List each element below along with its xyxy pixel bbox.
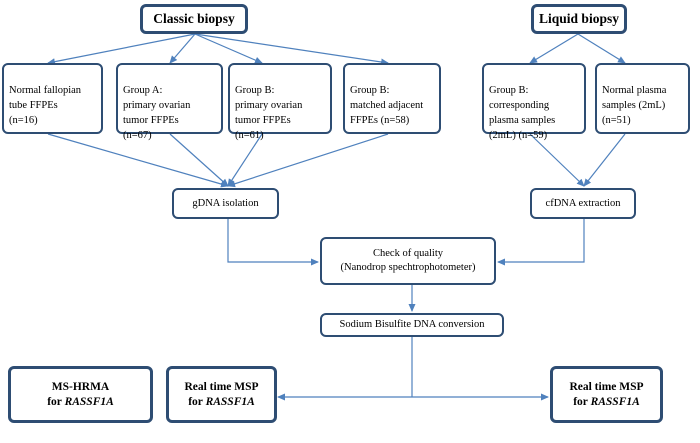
group-b-plasma-box: Group B: corresponding plasma samples (2…: [482, 63, 586, 141]
arrow-classic-to-normal-tube: [47, 33, 196, 66]
arrow-classic-to-group-b2: [194, 33, 389, 66]
real-time-msp-left-label: Real time MSP: [184, 380, 259, 393]
normal-plasma-label: Normal plasma samples (2mL) (n=51): [602, 85, 667, 126]
liquid-biopsy-box: Liquid biopsy: [531, 4, 627, 34]
real-time-msp-right-label: Real time MSP: [569, 380, 644, 393]
group-a-box: Group A: primary ovarian tumor FFPEs (n=…: [116, 63, 223, 141]
normal-plasma-box: Normal plasma samples (2mL) (n=51): [595, 63, 690, 134]
real-time-msp-right-for: for: [573, 395, 591, 408]
gdna-isolation-box: gDNA isolation: [172, 188, 279, 219]
arrow-group-b2-to-gdna: [227, 133, 389, 188]
gdna-isolation-label: gDNA isolation: [192, 197, 259, 209]
arrow-liquid-to-group-b-plasma: [529, 33, 579, 64]
normal-fallopian-tube-box: Normal fallopian tube FFPEs (n=16): [2, 63, 103, 134]
real-time-msp-left-box: Real time MSP for RASSF1A: [166, 366, 277, 423]
group-b-adjacent-label: Group B: matched adjacent FFPEs (n=58): [350, 85, 424, 126]
classic-biopsy-box: Classic biopsy: [140, 4, 248, 34]
real-time-msp-right-box: Real time MSP for RASSF1A: [550, 366, 663, 423]
arrow-normal-plasma-to-cfdna: [583, 133, 626, 187]
ms-hrma-gene: RASSF1A: [64, 395, 114, 408]
group-b-plasma-label: Group B: corresponding plasma samples (2…: [489, 85, 556, 141]
quality-check-box: Check of quality (Nanodrop spechtrophoto…: [320, 237, 496, 285]
arrow-normal-tube-to-gdna: [47, 133, 229, 188]
real-time-msp-left-for: for: [188, 395, 206, 408]
bisulfite-conversion-box: Sodium Bisulfite DNA conversion: [320, 313, 504, 337]
normal-fallopian-tube-label: Normal fallopian tube FFPEs (n=16): [9, 85, 82, 126]
group-a-label: Group A: primary ovarian tumor FFPEs (n=…: [123, 85, 191, 141]
arrow-group-a-to-gdna: [169, 133, 229, 187]
liquid-biopsy-label: Liquid biopsy: [539, 11, 619, 26]
arrow-classic-to-group-b1: [194, 33, 263, 64]
quality-check-label: Check of quality: [373, 248, 443, 259]
quality-check-method: (Nanodrop spechtrophotometer): [340, 262, 476, 273]
real-time-msp-right-gene: RASSF1A: [590, 395, 640, 408]
classic-biopsy-label: Classic biopsy: [153, 11, 235, 26]
ms-hrma-box: MS-HRMA for RASSF1A: [8, 366, 153, 423]
arrow-classic-to-group-a: [169, 33, 196, 64]
arrow-cfdna-to-quality: [497, 219, 585, 266]
arrow-group-b-plasma-to-cfdna: [529, 133, 585, 187]
bisulfite-conversion-label: Sodium Bisulfite DNA conversion: [339, 319, 485, 330]
ms-hrma-label: MS-HRMA: [51, 380, 110, 393]
group-b-adjacent-box: Group B: matched adjacent FFPEs (n=58): [343, 63, 441, 134]
real-time-msp-left-gene: RASSF1A: [205, 395, 255, 408]
ms-hrma-for: for: [47, 395, 65, 408]
arrow-liquid-to-normal-plasma: [577, 33, 626, 64]
group-b-tumor-label: Group B: primary ovarian tumor FFPEs (n=…: [235, 85, 303, 141]
cfdna-extraction-box: cfDNA extraction: [530, 188, 636, 219]
group-b-tumor-box: Group B: primary ovarian tumor FFPEs (n=…: [228, 63, 332, 141]
arrow-gdna-to-quality: [227, 219, 319, 266]
cfdna-extraction-label: cfDNA extraction: [545, 197, 621, 209]
arrow-group-b1-to-gdna: [227, 133, 263, 187]
